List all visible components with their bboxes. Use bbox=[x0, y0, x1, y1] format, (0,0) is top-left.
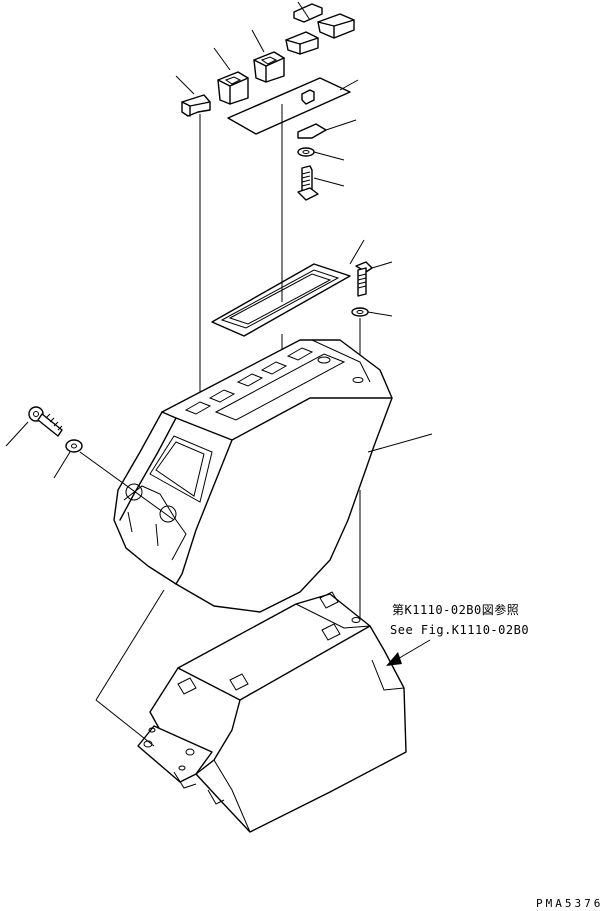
switch-cover-4 bbox=[293, 3, 323, 23]
washer-left bbox=[53, 439, 175, 521]
cover-plate bbox=[227, 77, 359, 135]
switch-cover-2 bbox=[285, 31, 319, 55]
leader-cover bbox=[367, 433, 433, 453]
console-cover bbox=[113, 339, 393, 613]
bolt-left bbox=[5, 406, 63, 447]
switch-cover-left bbox=[181, 94, 211, 117]
switch-body-1 bbox=[217, 71, 249, 105]
reference-arrow-icon bbox=[386, 652, 402, 666]
drawing-code: PMA5376 bbox=[536, 897, 603, 910]
washer-top bbox=[297, 147, 345, 161]
switch-cover-3 bbox=[317, 13, 355, 39]
small-nut bbox=[301, 89, 315, 105]
switch-body-2 bbox=[253, 51, 285, 83]
bracket-clip bbox=[297, 119, 357, 139]
display-frame bbox=[211, 239, 365, 337]
washer-right bbox=[351, 307, 393, 317]
base-bracket bbox=[137, 591, 407, 833]
bolt-right bbox=[355, 261, 393, 297]
leader-lines-bottom bbox=[95, 589, 431, 747]
reference-text-en: See Fig.K1110-02B0 bbox=[390, 623, 529, 637]
bolt-top bbox=[297, 165, 345, 201]
reference-text-jp: 第K1110-02B0図参照 bbox=[392, 602, 519, 617]
leader-lines-top bbox=[175, 1, 311, 95]
